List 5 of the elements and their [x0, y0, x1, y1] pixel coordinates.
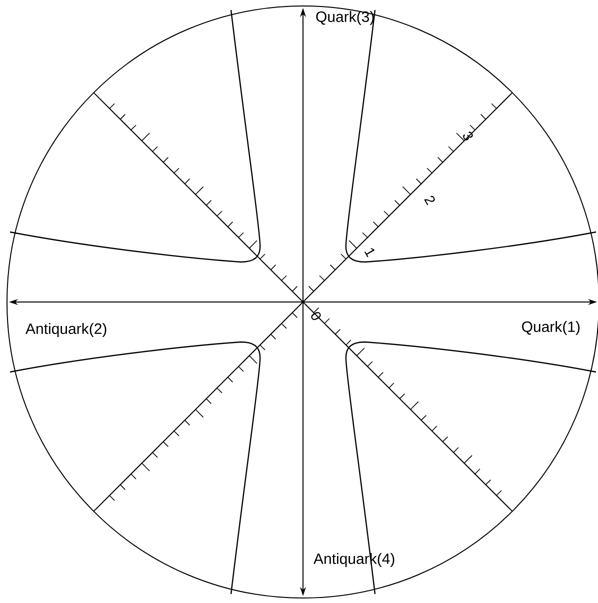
scale-number: 2 — [424, 196, 435, 206]
axis-label: Quark(1) — [522, 321, 580, 335]
axis-label: Antiquark(2) — [26, 323, 106, 337]
scale-number: 0 — [311, 312, 321, 320]
scale-number: 1 — [364, 248, 375, 258]
